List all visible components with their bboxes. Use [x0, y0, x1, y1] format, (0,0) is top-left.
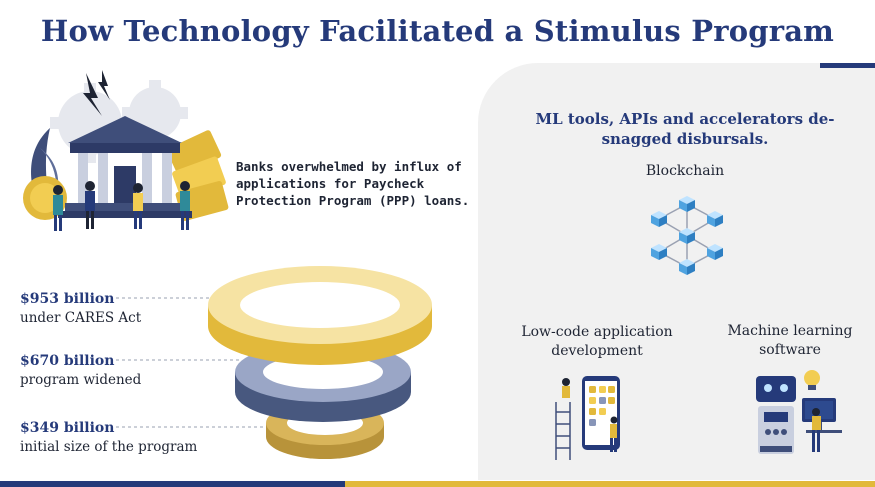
cube-icon [679, 196, 695, 212]
callout-amount: $670 billion [20, 353, 115, 369]
lightning-icon [83, 70, 110, 116]
ladder-icon [555, 402, 571, 460]
person-icon [53, 181, 190, 231]
bulb-icon [804, 370, 820, 390]
blockchain-label: Blockchain [645, 163, 725, 179]
cube-icon [651, 244, 667, 260]
bank-description: Banks overwhelmed by influx of applicati… [236, 159, 470, 208]
callout-amount: $953 billion [20, 291, 115, 307]
cube-icon [679, 259, 695, 275]
callout-desc: under CARES Act [20, 310, 142, 326]
ml-heading: ML tools, APIs and accelerators de-snagg… [535, 110, 835, 148]
bottom-bar-gold [345, 481, 875, 487]
callout-desc: program widened [20, 372, 142, 388]
cube-icon [707, 244, 723, 260]
lowcode-label: Low-code application development [521, 324, 673, 359]
bottom-bar-blue [0, 481, 345, 487]
bank-illustration [23, 70, 229, 231]
monitor-icon [802, 398, 842, 433]
callout-349: $349 billion initial size of the program [20, 418, 197, 457]
person-icon [610, 416, 618, 452]
cube-icon [679, 228, 695, 244]
person-icon [812, 408, 821, 452]
cube-icon [651, 211, 667, 227]
robot-icon [756, 376, 796, 454]
ml-illustration [756, 370, 842, 454]
accent-bar [820, 63, 875, 68]
bank-icon [58, 116, 192, 218]
person-icon [562, 378, 570, 398]
blockchain-graphic [651, 196, 723, 275]
callout-amount: $349 billion [20, 420, 115, 436]
callout-670: $670 billion program widened [20, 351, 141, 390]
callout-desc: initial size of the program [20, 439, 198, 455]
callout-953: $953 billion under CARES Act [20, 289, 141, 328]
cube-icon [707, 211, 723, 227]
ml-label: Machine learning software [727, 323, 853, 358]
lowcode-illustration [555, 376, 620, 460]
ring-icon [208, 266, 432, 365]
page-title: How Technology Facilitated a Stimulus Pr… [40, 14, 835, 48]
